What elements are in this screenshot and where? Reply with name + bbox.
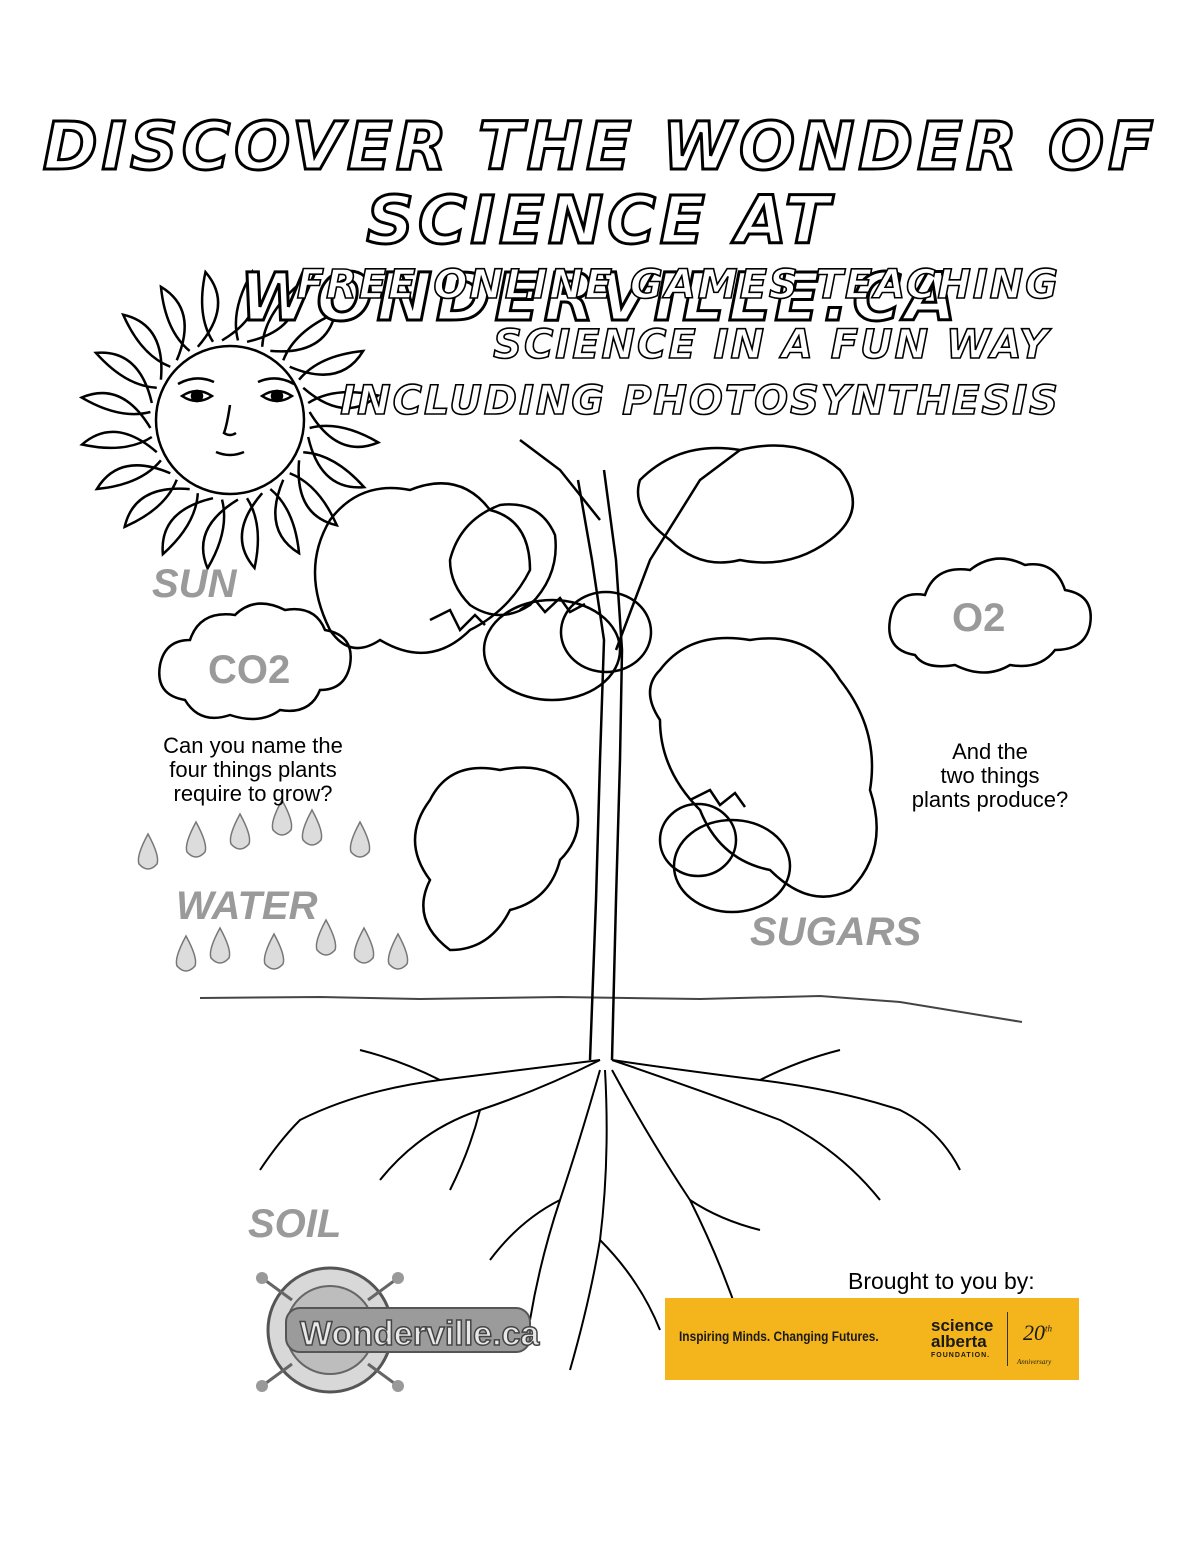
sun-ray <box>303 436 367 489</box>
question-right-line1: And the <box>952 739 1028 764</box>
co2-cloud <box>158 602 352 721</box>
wonderville-logo-icon <box>256 1266 531 1394</box>
root-line <box>379 1059 601 1181</box>
plant-roots <box>259 1049 961 1371</box>
anniversary-word: Anniversary <box>1017 1358 1052 1366</box>
root-line <box>449 1109 481 1191</box>
subtitle-line3: including photosynthesis <box>339 377 1060 425</box>
water-drops <box>137 798 409 972</box>
sun-ray <box>121 312 171 380</box>
root-line <box>489 1199 561 1261</box>
question-right-line2: two things <box>940 763 1040 788</box>
sun-icon <box>78 268 382 572</box>
sun-ray <box>302 386 381 410</box>
sun-ray <box>240 492 264 571</box>
ground-line <box>199 994 1023 1023</box>
plant-stem <box>519 439 741 1061</box>
subtitle-line2: science in a fun way <box>492 321 1050 369</box>
wonderville-logo-text: Wonderville.ca <box>299 1314 540 1354</box>
sun-ray <box>201 498 239 572</box>
sponsor-foundation: FOUNDATION. <box>931 1352 991 1359</box>
sponsor-name-line2: alberta <box>931 1332 987 1351</box>
root-line <box>599 1239 661 1331</box>
plant-leaves <box>313 444 878 952</box>
anniversary-number: 20th <box>1023 1320 1052 1346</box>
sponsor-divider <box>1007 1312 1008 1366</box>
sun-ray <box>289 460 339 528</box>
label-sun: SUN <box>152 562 237 606</box>
sun-ray <box>246 283 299 347</box>
sun-ray <box>289 349 366 381</box>
root-line <box>611 1059 881 1201</box>
label-co2: CO2 <box>208 648 291 692</box>
sun-ray <box>79 430 158 454</box>
water-drop-icon <box>229 812 251 850</box>
root-line <box>529 1069 601 1321</box>
sun-ray <box>122 479 190 529</box>
sponsor-tagline: Inspiring Minds. Changing Futures. <box>679 1328 879 1344</box>
question-right: And the two things plants produce? <box>890 740 1090 812</box>
subtitle-line1: Free online games teaching <box>296 261 1060 309</box>
root-line <box>259 1059 601 1171</box>
question-left-line1: Can you name the <box>163 733 343 758</box>
question-right-line3: plants produce? <box>911 787 1069 812</box>
root-line <box>759 1049 841 1081</box>
sun-ray <box>161 493 214 557</box>
sun-ray <box>196 269 220 348</box>
label-water: WATER <box>176 884 318 928</box>
o2-cloud <box>888 557 1092 674</box>
sponsor-name: science alberta <box>931 1316 994 1351</box>
sun-ray <box>94 459 171 491</box>
root-line <box>569 1069 608 1371</box>
label-sugars: SUGARS <box>750 910 922 954</box>
sun-ray <box>270 311 338 361</box>
water-drop-icon <box>315 918 337 956</box>
sponsor-banner: Inspiring Minds. Changing Futures. scien… <box>665 1298 1079 1380</box>
water-drop-icon <box>209 926 231 964</box>
water-drop-icon <box>301 808 323 846</box>
label-soil: SOIL <box>248 1202 342 1246</box>
brought-by-text: Brought to you by: <box>848 1268 1035 1294</box>
sun-ray <box>308 411 382 449</box>
water-drop-icon <box>353 926 375 964</box>
anniversary-20: 20 <box>1023 1320 1045 1345</box>
root-line <box>611 1059 961 1171</box>
sun-ray <box>221 268 259 342</box>
question-left-line3: require to grow? <box>173 781 333 806</box>
question-left-line2: four things plants <box>169 757 337 782</box>
sun-ray <box>159 284 191 361</box>
root-line <box>611 1069 741 1321</box>
tomato-fruits <box>429 590 792 914</box>
sun-ray <box>78 391 152 429</box>
water-drop-icon <box>271 798 293 836</box>
water-drop-icon <box>175 934 197 972</box>
label-o2: O2 <box>952 596 1006 640</box>
water-drop-icon <box>263 932 285 970</box>
sun-ray <box>269 479 301 556</box>
water-drop-icon <box>137 832 159 870</box>
water-drop-icon <box>387 932 409 970</box>
water-drop-icon <box>185 820 207 858</box>
page-title-line1: Discover the wonder of <box>41 107 1158 187</box>
page-title-line2: science at wonderville.ca <box>238 181 961 338</box>
sun-ray <box>93 351 157 404</box>
anniversary-suffix: th <box>1045 1323 1053 1334</box>
question-left: Can you name the four things plants requ… <box>138 734 368 806</box>
sponsor-name-line1: science <box>931 1316 994 1335</box>
water-drop-icon <box>349 820 371 858</box>
root-line <box>689 1199 761 1231</box>
root-line <box>359 1049 441 1081</box>
